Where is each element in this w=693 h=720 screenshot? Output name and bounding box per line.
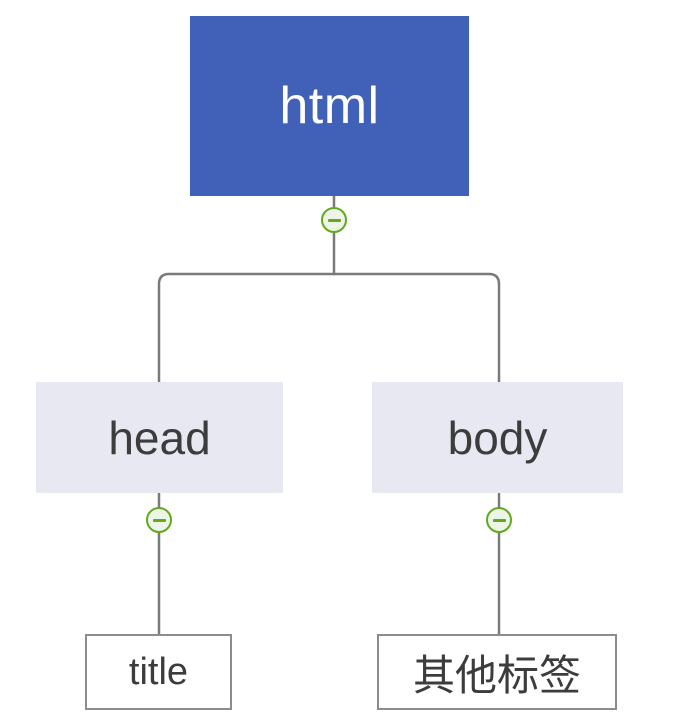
node-title[interactable]: title [85,634,232,710]
minus-bar [152,518,166,522]
edge-html-body [332,272,501,384]
minus-bar [327,218,341,222]
node-body[interactable]: body [372,382,623,493]
node-html[interactable]: html [190,16,469,196]
node-head[interactable]: head [36,382,283,493]
edge-html-head [157,272,336,384]
minus-circle-icon-html[interactable] [321,207,347,233]
minus-bar [492,518,506,522]
minus-circle-icon-body[interactable] [486,507,512,533]
node-other-tags[interactable]: 其他标签 [377,634,617,710]
minus-circle-icon-head[interactable] [146,507,172,533]
